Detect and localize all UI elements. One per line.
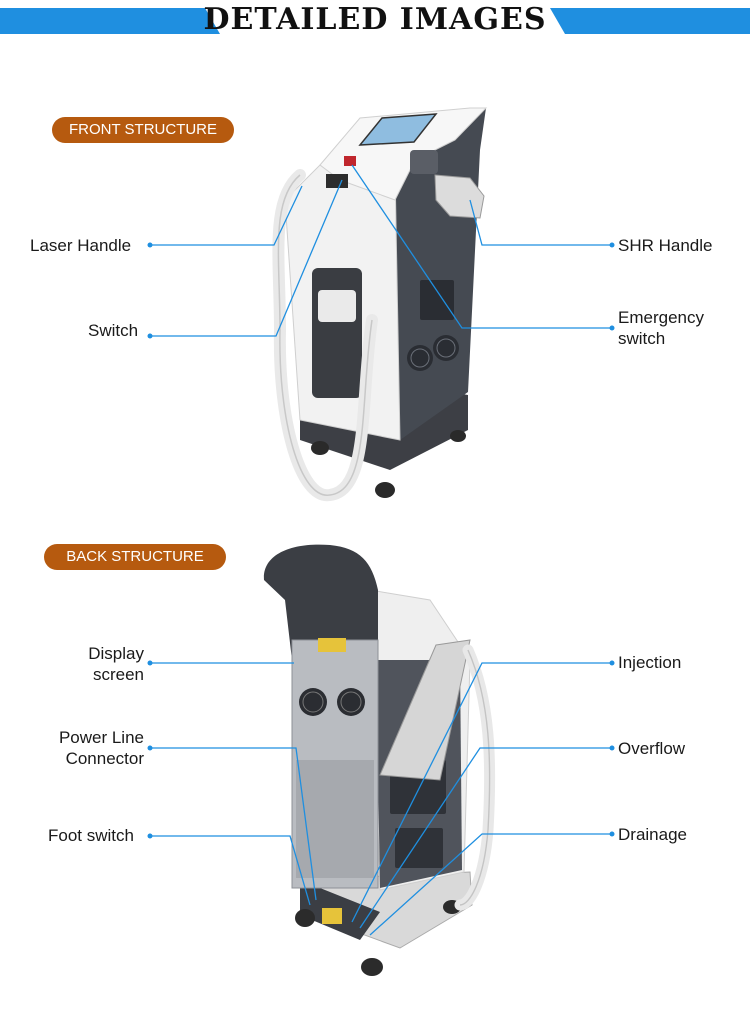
header-stripe-right [550, 8, 750, 34]
leader-drainage [369, 833, 612, 936]
label-switch: Switch [88, 321, 139, 340]
label-power-line-connector-line2: Connector [65, 749, 144, 768]
label-drainage: Drainage [618, 825, 687, 844]
label-emergency-switch-line1: Emergency [618, 308, 704, 327]
leader-switch [150, 179, 343, 337]
page-title: DETAILED IMAGES [203, 2, 547, 37]
label-display-screen: Display screen [60, 643, 144, 685]
back-structure-badge: BACK STRUCTURE [44, 544, 226, 570]
leader-power-line [150, 747, 317, 901]
label-foot-switch: Foot switch [48, 826, 134, 845]
label-emergency-switch-line2: switch [618, 329, 666, 348]
leader-emergency-switch [351, 164, 612, 329]
label-emergency-switch: Emergency switch [618, 307, 704, 349]
label-display-screen-line2: screen [92, 665, 144, 684]
label-shr-handle: SHR Handle [618, 236, 713, 255]
label-laser-handle: Laser Handle [30, 236, 132, 255]
label-overflow: Overflow [618, 739, 686, 758]
label-display-screen-line1: Display [88, 644, 144, 663]
label-injection: Injection [618, 653, 682, 672]
leader-injection [351, 662, 612, 923]
leader-shr-handle [469, 199, 612, 246]
label-power-line-connector: Power Line Connector [40, 727, 144, 769]
header-stripe-left [0, 8, 220, 34]
back-machine-image [263, 544, 496, 976]
front-structure-badge: FRONT STRUCTURE [52, 117, 234, 143]
leader-overflow [359, 747, 612, 929]
leader-foot-switch [150, 835, 311, 906]
label-power-line-connector-line1: Power Line [58, 728, 144, 747]
leader-laser-handle [150, 185, 303, 246]
front-machine-image [272, 107, 488, 502]
